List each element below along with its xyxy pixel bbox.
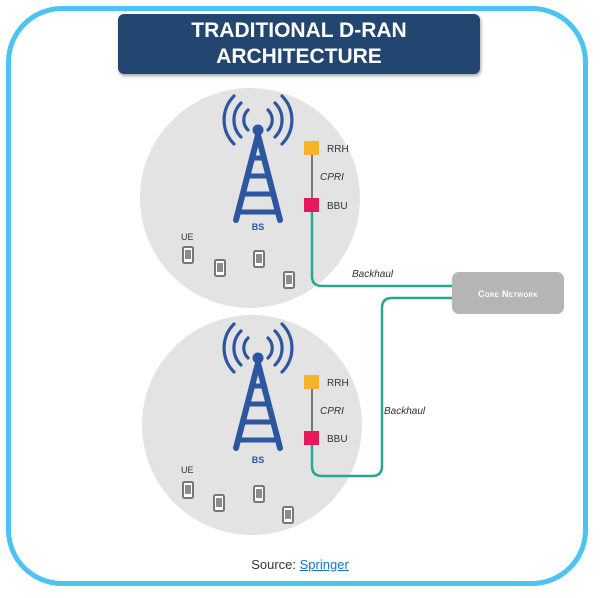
cell-1-rrh-box	[304, 141, 319, 155]
cell-1-cpri-label: CPRI	[320, 172, 344, 183]
cell-2-bbu-label: BBU	[327, 434, 348, 445]
source-caption: Source: Springer	[0, 557, 600, 572]
backhaul-label-bottom: Backhaul	[384, 406, 426, 417]
cell-1-phone-icon	[214, 259, 226, 277]
cell-1-phone-icon	[283, 271, 295, 289]
backhaul-link-bottom	[310, 296, 452, 478]
core-network-box	[452, 272, 564, 314]
cell-1-bbu-box	[304, 198, 319, 212]
cell-2-bbu-box	[304, 431, 319, 445]
backhaul-link-top	[310, 212, 452, 288]
cell-2-cpri-label: CPRI	[320, 406, 344, 417]
cell-1-ue-label: UE	[181, 232, 194, 242]
cell-2-rrh-box	[304, 375, 319, 389]
backhaul-label-top: Backhaul	[352, 269, 394, 280]
cell-1-coverage	[140, 88, 360, 308]
cell-2-phone-icon	[282, 506, 294, 524]
source-link[interactable]: Springer	[299, 557, 349, 572]
source-prefix: Source:	[251, 557, 300, 572]
title-line-1: TRADITIONAL D-RAN	[191, 19, 407, 42]
core-network-label: Core Network	[478, 289, 538, 299]
cell-1-phone-icon	[253, 250, 265, 268]
cell-2-phone-icon	[213, 494, 225, 512]
title-line-2: ARCHITECTURE	[216, 45, 382, 68]
cell-2-ue-label: UE	[181, 465, 194, 475]
cell-2-phone-icon	[182, 481, 194, 499]
title-banner: TRADITIONAL D-RAN ARCHITECTURE	[118, 14, 480, 74]
cell-2-rrh-label: RRH	[327, 378, 349, 389]
cell-1-bbu-label: BBU	[327, 201, 348, 212]
cell-2-coverage	[142, 315, 362, 535]
cell-2-phone-icon	[253, 485, 265, 503]
cell-1-bs-label: BS	[252, 222, 265, 232]
cell-1-phone-icon	[182, 246, 194, 264]
cell-1-rrh-label: RRH	[327, 144, 349, 155]
cell-2-bs-label: BS	[252, 455, 265, 465]
